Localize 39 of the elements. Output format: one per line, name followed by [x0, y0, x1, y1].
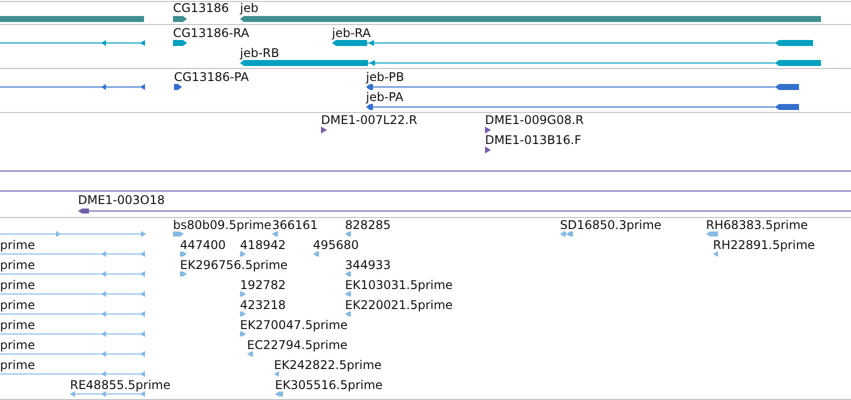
feature-label: prime	[0, 238, 35, 252]
feature-label: 495680	[313, 238, 359, 252]
feature-label: CG13186-RA	[173, 26, 250, 40]
feature-label: RH22891.5prime	[713, 238, 815, 252]
feature-label: CG13186-PA	[174, 70, 249, 84]
feature-label: DME1-003O18	[78, 193, 165, 207]
feature-label: prime	[0, 298, 35, 312]
feature-label: EK305516.5prime	[275, 378, 383, 392]
feature-label: EK242822.5prime	[274, 358, 382, 372]
feature-label: EK103031.5prime	[345, 278, 453, 292]
feature-label: 192782	[240, 278, 286, 292]
feature-label: DME1-007L22.R	[321, 113, 418, 127]
feature-label: jeb-PA	[366, 90, 404, 104]
feature-label: CG13186	[173, 1, 229, 15]
feature-label: RH68383.5prime	[706, 218, 808, 232]
feature-label: 366161	[272, 218, 318, 232]
feature-label: prime	[0, 318, 35, 332]
feature-label: jeb-RB	[240, 46, 280, 60]
feature-label: RE48855.5prime	[70, 378, 170, 392]
feature-label: SD16850.3prime	[560, 218, 662, 232]
feature-label: 423218	[240, 298, 286, 312]
feature-label: jeb	[240, 1, 258, 15]
feature-label: EC22794.5prime	[247, 338, 348, 352]
feature-label: bs80b09.5prime	[173, 218, 272, 232]
feature-label: EK270047.5prime	[240, 318, 348, 332]
feature-label: prime	[0, 358, 35, 372]
feature-label: 828285	[345, 218, 391, 232]
feature-label: 344933	[345, 258, 391, 272]
feature-label: EK296756.5prime	[180, 258, 288, 272]
feature-label: prime	[0, 258, 35, 272]
feature-label: jeb-RA	[332, 26, 371, 40]
feature-label: DME1-009G08.R	[485, 113, 584, 127]
feature-label: prime	[0, 278, 35, 292]
feature-label: jeb-PB	[366, 70, 404, 84]
feature-label: 447400	[180, 238, 226, 252]
feature-label: EK220021.5prime	[345, 298, 453, 312]
feature-label: DME1-013B16.F	[485, 133, 582, 147]
feature-label: 418942	[240, 238, 286, 252]
feature-label: prime	[0, 338, 35, 352]
